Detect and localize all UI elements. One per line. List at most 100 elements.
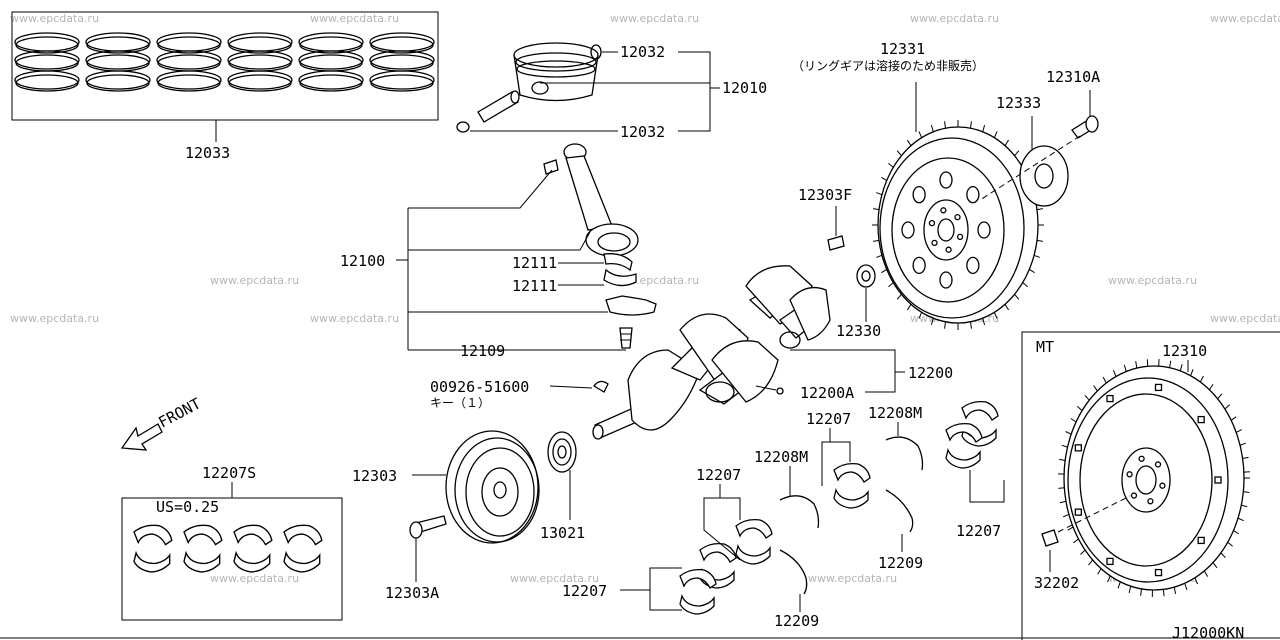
bearing-shell (233, 524, 273, 573)
mt-box (1021, 331, 1280, 640)
label-12207-bottom: 12207 (562, 582, 607, 600)
bearing-shell (945, 422, 983, 469)
piston-ring (298, 50, 364, 70)
piston-ring (156, 70, 222, 90)
pulley-bolt (409, 515, 447, 539)
piston-ring (298, 32, 364, 52)
label-12330: 12330 (836, 322, 881, 340)
label-12303A: 12303A (385, 584, 439, 602)
mt-flywheel (1058, 359, 1250, 597)
watermark: www.epcdata.ru (910, 12, 999, 25)
front-label: FRONT (155, 394, 203, 431)
label-12033: 12033 (185, 144, 230, 162)
label-12209-right: 12209 (878, 554, 923, 572)
watermark: www.epcdata.ru (210, 274, 299, 287)
piston-ring-set (14, 32, 80, 92)
label-12207-right: 12207 (956, 522, 1001, 540)
label-32202: 32202 (1034, 574, 1079, 592)
piston-ring (85, 70, 151, 90)
flywheel-bolt (1071, 115, 1099, 139)
piston-ring-edge (86, 36, 150, 54)
reinforcement-plate (1019, 145, 1069, 207)
watermark: www.epcdata.ru (1210, 312, 1280, 325)
piston (513, 42, 599, 102)
pilot-converter (856, 264, 876, 288)
label-12111-upper: 12111 (512, 254, 557, 272)
ring-gear-note: （リングギアは溶接のため非販売） (792, 58, 984, 73)
rod-bearing-lower (603, 268, 637, 287)
label-13021: 13021 (540, 524, 585, 542)
bearing-shell (679, 568, 717, 615)
bearing-shell (183, 524, 223, 573)
label-12310A: 12310A (1046, 68, 1100, 86)
piston-ring-edge (370, 36, 434, 54)
watermark: www.epcdata.ru (510, 572, 599, 585)
piston-ring-set (85, 32, 151, 92)
bearing-shell (833, 462, 871, 509)
piston-ring-edge (157, 74, 221, 92)
crank-sprocket (547, 431, 577, 473)
bearing-shell (283, 524, 323, 573)
label-12010: 12010 (722, 79, 767, 97)
piston-ring (156, 50, 222, 70)
drive-plate-flywheel (872, 120, 1044, 330)
label-12331: 12331 (880, 40, 925, 58)
crankshaft (592, 265, 831, 440)
piston-ring (85, 50, 151, 70)
piston-ring-set (156, 32, 222, 92)
watermark: www.epcdata.ru (610, 12, 699, 25)
watermark: www.epcdata.ru (808, 572, 897, 585)
label-12100: 12100 (340, 252, 385, 270)
piston-ring (227, 50, 293, 70)
piston-ring-edge (228, 74, 292, 92)
piston-ring (369, 70, 435, 90)
us-note: US=0.25 (156, 498, 219, 516)
small-end-bushing (543, 159, 559, 175)
label-12207-mid: 12207 (696, 466, 741, 484)
label-12200: 12200 (908, 364, 953, 382)
bearing-shell (735, 518, 773, 565)
piston-ring-edge (86, 74, 150, 92)
label-12207S: 12207S (202, 464, 256, 482)
rod-bearing-upper (603, 253, 633, 272)
bearing-shell (133, 524, 173, 573)
watermark: www.epcdata.ru (310, 312, 399, 325)
piston-ring (227, 32, 293, 52)
mt-pilot-bearing (1041, 529, 1059, 547)
front-direction-arrow: FRONT (120, 394, 204, 451)
label-12303: 12303 (352, 467, 397, 485)
flywheel-ring-gear (872, 120, 1044, 330)
piston-ring (227, 70, 293, 90)
watermark: www.epcdata.ru (1210, 12, 1280, 25)
main-bearing-shells (679, 400, 999, 615)
rod-cap (605, 295, 657, 316)
piston-ring (14, 32, 80, 52)
mt-flywheel-ring-gear (1058, 359, 1250, 597)
piston-ring-set (227, 32, 293, 92)
piston-ring-box (11, 11, 439, 121)
piston-ring-set (298, 32, 364, 92)
piston-ring-set (369, 32, 435, 92)
undersize-bearing-box (121, 497, 343, 621)
label-12303F: 12303F (798, 186, 852, 204)
label-12207-top: 12207 (806, 410, 851, 428)
piston-pin (477, 90, 520, 123)
mt-flywheel-holes (1074, 383, 1222, 577)
piston-ring-edge (157, 36, 221, 54)
pilot-bushing (827, 235, 845, 251)
piston-ring-edge (228, 36, 292, 54)
piston-ring-edge (370, 74, 434, 92)
piston-ring (369, 32, 435, 52)
rod-bolt (619, 327, 633, 349)
key-note: キー（１） (430, 396, 490, 410)
label-12209-bottom: 12209 (774, 612, 819, 630)
piston-ring-edge (15, 74, 79, 92)
crank-plug (776, 387, 784, 395)
piston-ring (85, 32, 151, 52)
label-12208M-right: 12208M (868, 404, 922, 422)
label-12032-lower: 12032 (620, 123, 665, 141)
watermark: www.epcdata.ru (10, 312, 99, 325)
undersize-bearing-shells (133, 524, 323, 573)
crank-pulley (445, 430, 540, 544)
